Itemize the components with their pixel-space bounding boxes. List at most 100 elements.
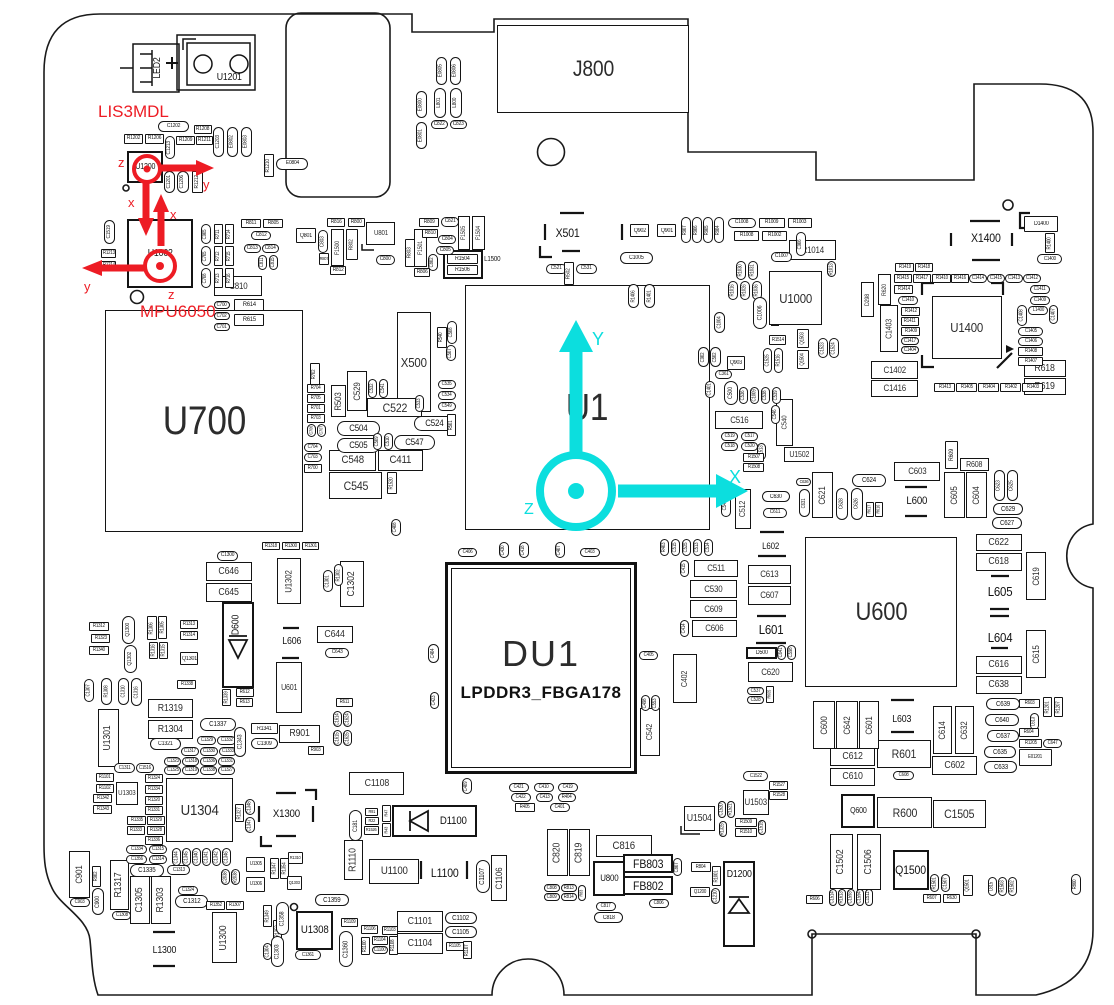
component-label: R806 (416, 268, 428, 275)
component-c500: C500 (724, 381, 738, 405)
component-r1418: R1418 (915, 263, 933, 272)
component-c605: C605 (944, 472, 965, 518)
component-r1507: R1507 (743, 453, 764, 462)
component-c644: C644 (317, 626, 353, 643)
component-q1501: Q1501 (963, 875, 973, 896)
component-r715: R715 (225, 246, 234, 266)
component-r1314: R1314 (180, 631, 198, 640)
component-label: U1301 (102, 725, 114, 751)
component-r606: R606 (806, 895, 823, 904)
component-label: C1347 (246, 818, 253, 832)
component-c508: C508 (447, 321, 457, 344)
component-l1400: L1400 (1028, 306, 1048, 315)
component-label: F1505 (461, 225, 468, 241)
component-r700: R700 (304, 464, 322, 473)
component-q901: Q901 (657, 224, 676, 237)
component-label: R1338 (180, 681, 193, 687)
component-label: R1109 (343, 919, 356, 925)
component-label: C402 (679, 670, 689, 687)
component-label: Q1300 (124, 623, 131, 637)
component-label: C813 (247, 244, 258, 251)
component-c815: C815 (269, 255, 278, 270)
component-c1415: C1415 (987, 274, 1005, 283)
component-label: C602 (944, 759, 965, 771)
component-label: E01201 (1028, 754, 1043, 760)
component-label: C1506 (863, 849, 874, 875)
component-q1300: Q1300 (122, 616, 135, 644)
board-z-axis-label: Z (524, 501, 534, 518)
component-label: C529 (351, 381, 362, 401)
component-label: C1615 (334, 731, 341, 745)
component-r1333: R1333 (127, 826, 145, 835)
component-label: C807 (674, 862, 680, 872)
component-c606: C606 (692, 620, 737, 637)
component-c823: C823 (450, 120, 467, 129)
component-c410: C410 (534, 783, 554, 792)
component-c900: C900 (92, 888, 104, 915)
component-label: C1203 (214, 135, 221, 149)
component-r1103: R1103 (382, 926, 398, 935)
component-c622: C622 (976, 534, 1022, 551)
component-label: C418 (520, 545, 527, 555)
component-l601: L601 (755, 622, 787, 637)
component-label: R1201 (1044, 700, 1051, 714)
component-r813: R813 (561, 884, 577, 892)
component-label: C1105 (452, 928, 470, 936)
component-d1400: D1400 (1024, 216, 1058, 232)
component-c181: C181 (349, 810, 362, 841)
component-c1400: C1400 (1037, 254, 1062, 264)
component-label: C1515 (758, 821, 765, 834)
component-label: L1500 (483, 255, 501, 263)
component-r1327: R1327 (235, 804, 244, 822)
component-label: C430 (500, 545, 507, 555)
component-r540: R540 (437, 327, 447, 348)
component-label: R22 (368, 817, 376, 823)
component-c1314: C1314 (149, 855, 167, 864)
component-r1102: R1102 (96, 784, 114, 793)
component-u1400: U1400 (932, 296, 1002, 359)
component-label: U1502 (789, 449, 809, 459)
component-c414: C414 (680, 620, 689, 637)
component-u700: U700 (105, 310, 303, 532)
component-u1000: U1000 (769, 271, 822, 325)
component-label: R1501 (931, 876, 938, 890)
component-c627: C627 (992, 517, 1022, 529)
component-label: X1400 (971, 230, 1001, 245)
component-label: R1528 (772, 792, 785, 798)
component-label: R803 (406, 247, 413, 259)
component-label: R1324 (147, 775, 161, 781)
component-r1412: R1412 (901, 307, 920, 316)
component-c411: C411 (378, 450, 423, 471)
component-label: Q1200 (693, 888, 707, 895)
component-label: U1 (566, 386, 609, 429)
component-c1625: C1625 (343, 730, 352, 746)
component-c705: C705 (201, 246, 211, 266)
component-label: C1009 (751, 389, 758, 402)
component-r47: R47 (382, 805, 391, 822)
component-c510: C510 (384, 433, 393, 450)
component-label: C811 (259, 257, 266, 268)
component-label: X501 (556, 225, 580, 240)
component-c1343: C1343 (234, 727, 246, 757)
component-label: C408 (392, 522, 399, 533)
component-label: R907 (682, 225, 689, 235)
component-label: C643 (331, 649, 343, 656)
component-label: L602 (762, 540, 780, 551)
component-c638: C638 (976, 676, 1022, 694)
component-label: C1333 (221, 748, 235, 754)
component-label: C1319 (184, 767, 197, 773)
component-label: R810 (424, 229, 436, 236)
component-frame (392, 805, 477, 837)
component-label: C1305 (134, 887, 145, 913)
component-label: C1417 (903, 337, 917, 344)
component-label: C628 (838, 498, 845, 510)
component-label: R1329 (149, 817, 163, 823)
component-label: D1400 (1033, 221, 1049, 227)
component-label: C1329 (200, 737, 213, 743)
component-label: C1316 (133, 685, 140, 699)
component-c633: C633 (984, 761, 1017, 773)
component-label: R608 (966, 459, 983, 469)
component-label: C1337 (209, 721, 227, 728)
component-label: C626 (853, 498, 860, 510)
component-c1007: C1007 (771, 252, 792, 262)
